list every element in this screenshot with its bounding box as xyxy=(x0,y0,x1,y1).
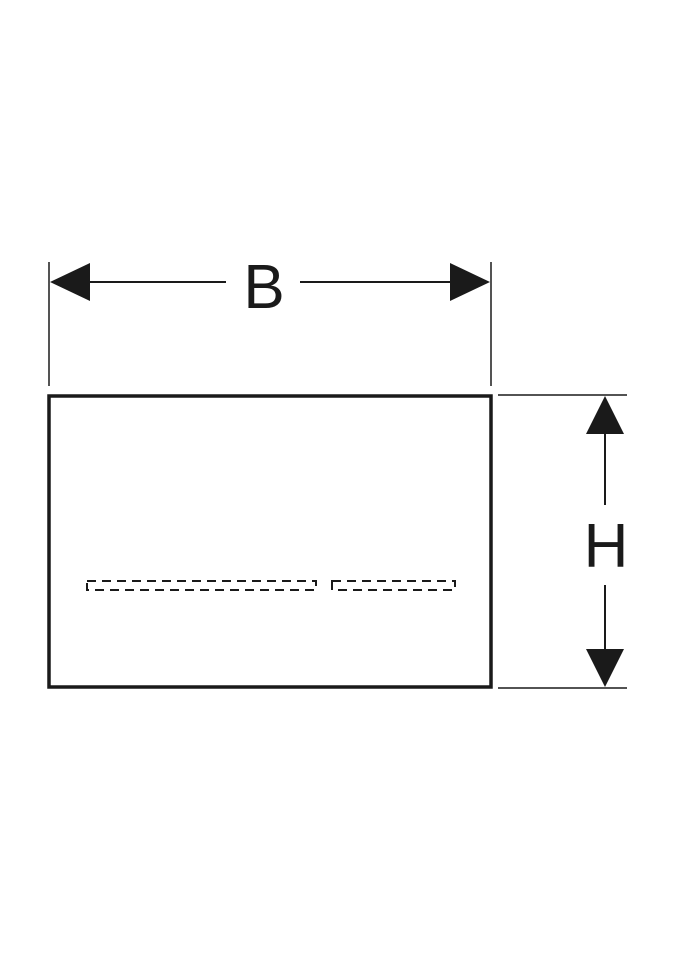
arrowhead-up-icon xyxy=(586,396,624,434)
hidden-slot-right xyxy=(331,580,456,591)
arrowhead-down-icon xyxy=(586,649,624,687)
height-label: H xyxy=(584,512,629,581)
plate-outline xyxy=(47,394,493,689)
hidden-slot-left xyxy=(86,580,317,591)
arrowhead-right-icon xyxy=(450,263,490,301)
arrowhead-left-icon xyxy=(50,263,90,301)
width-label: B xyxy=(243,253,284,322)
